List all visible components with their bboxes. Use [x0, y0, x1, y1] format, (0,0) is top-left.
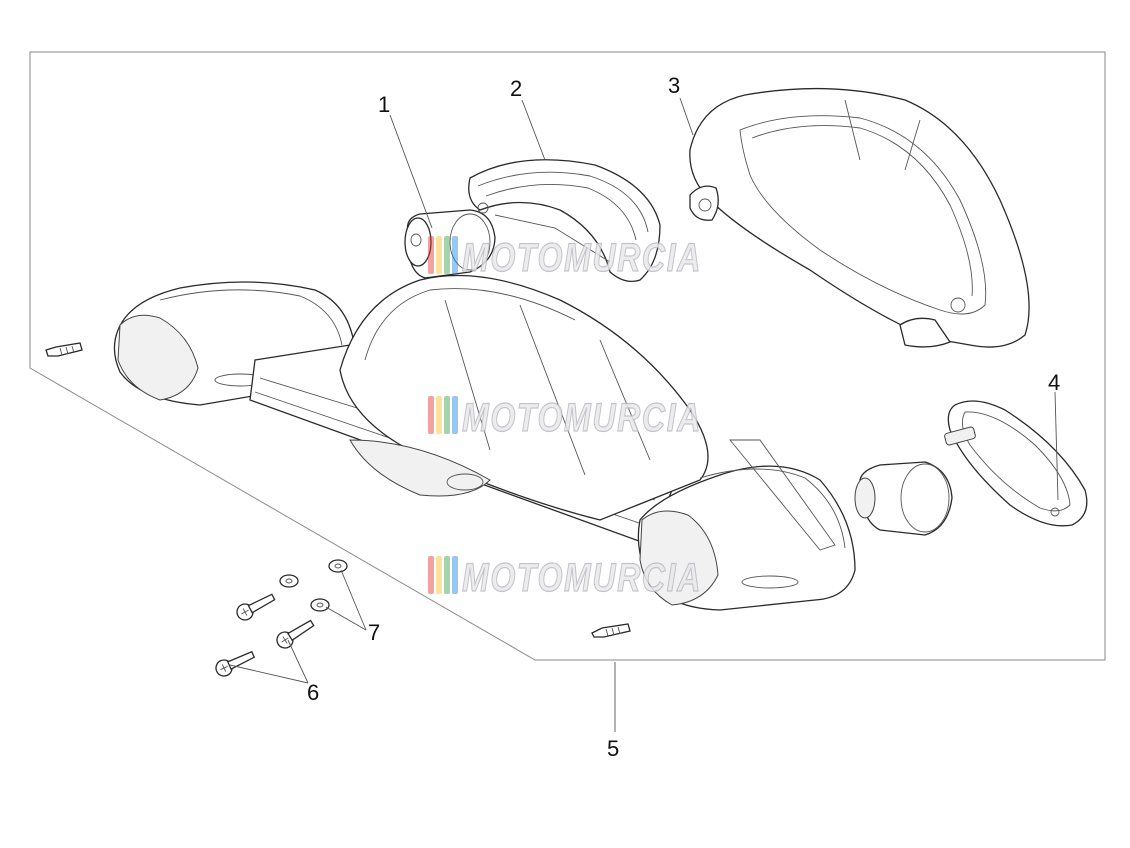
leader-lines	[229, 97, 1059, 732]
callout-5: 5	[607, 736, 619, 761]
watermark-text: MOTOMURCIA	[462, 556, 702, 600]
part-7-washers	[279, 559, 348, 612]
frame-screw-right	[591, 623, 631, 638]
part-6-screws	[215, 593, 315, 677]
bulb	[854, 461, 953, 536]
watermark-text: MOTOMURCIA	[462, 396, 702, 440]
watermark-text: MOTOMURCIA	[462, 236, 702, 280]
part-5-turn-signal-assembly	[113, 274, 856, 611]
assembly-frame	[29, 51, 1106, 661]
watermark-2: MOTOMURCIA	[428, 395, 702, 441]
part-4-lens-ring	[944, 400, 1088, 527]
watermark-1: MOTOMURCIA	[428, 235, 702, 281]
callout-6: 6	[307, 680, 319, 705]
part-3-housing-cover	[689, 87, 1030, 348]
watermark-3: MOTOMURCIA	[428, 555, 702, 601]
part-2-lens-housing	[468, 159, 661, 283]
frame-screw-left	[45, 342, 83, 357]
part-1-bulb-socket	[404, 209, 496, 279]
callout-4: 4	[1048, 370, 1060, 395]
callout-2: 2	[510, 76, 522, 101]
callout-3: 3	[668, 73, 680, 98]
callout-1: 1	[378, 92, 390, 117]
callout-7: 7	[368, 620, 380, 645]
